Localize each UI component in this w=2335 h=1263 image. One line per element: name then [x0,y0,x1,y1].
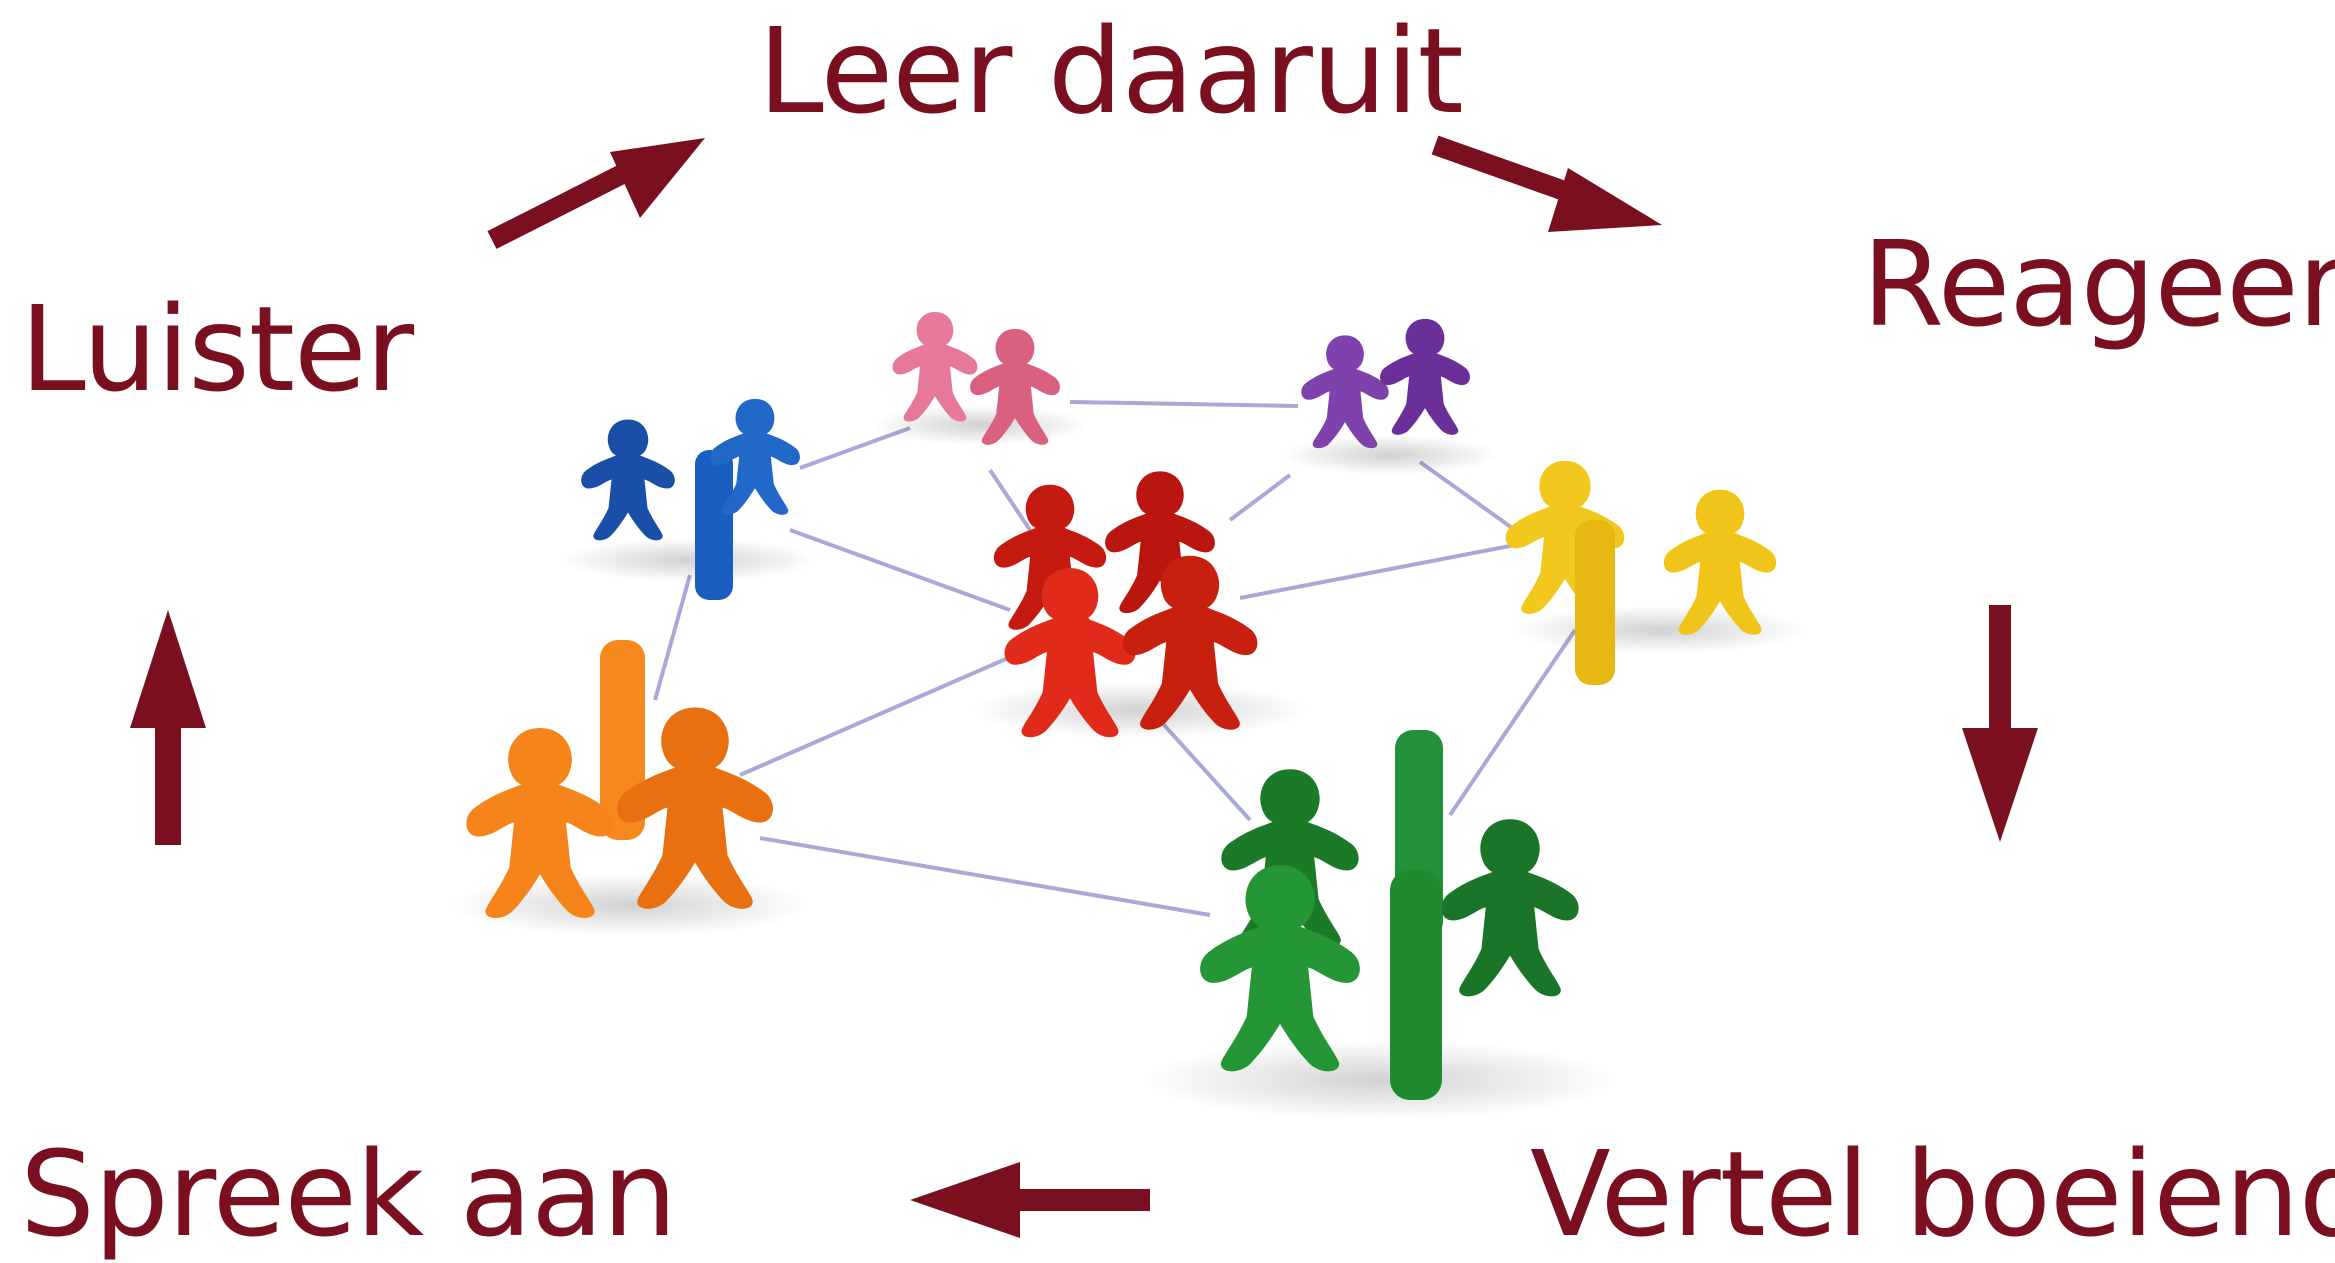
arrow-spreek-to-luister [130,610,206,845]
arrow-luister-to-leer [487,138,705,249]
figure-shadows [450,405,1810,1120]
step-luister: Luister [20,280,414,418]
figure-group-blue [581,398,800,600]
step-spreek-aan: Spreek aan [20,1125,677,1263]
figure-group-orange [466,640,774,919]
step-vertel-boeiend: Vertel boeiend [1530,1125,2335,1263]
arrow-leer-to-reageer [1431,135,1662,232]
arrow-reageer-to-vertel [1962,605,2038,842]
step-leer-daaruit: Leer daaruit [758,2,1464,140]
figure-group-green [1200,730,1579,1100]
arrow-vertel-to-spreek [910,1162,1150,1238]
step-reageer: Reageer [1862,215,2335,353]
figure-group-yellow [1505,460,1777,685]
figure-group-purple [1301,318,1470,449]
